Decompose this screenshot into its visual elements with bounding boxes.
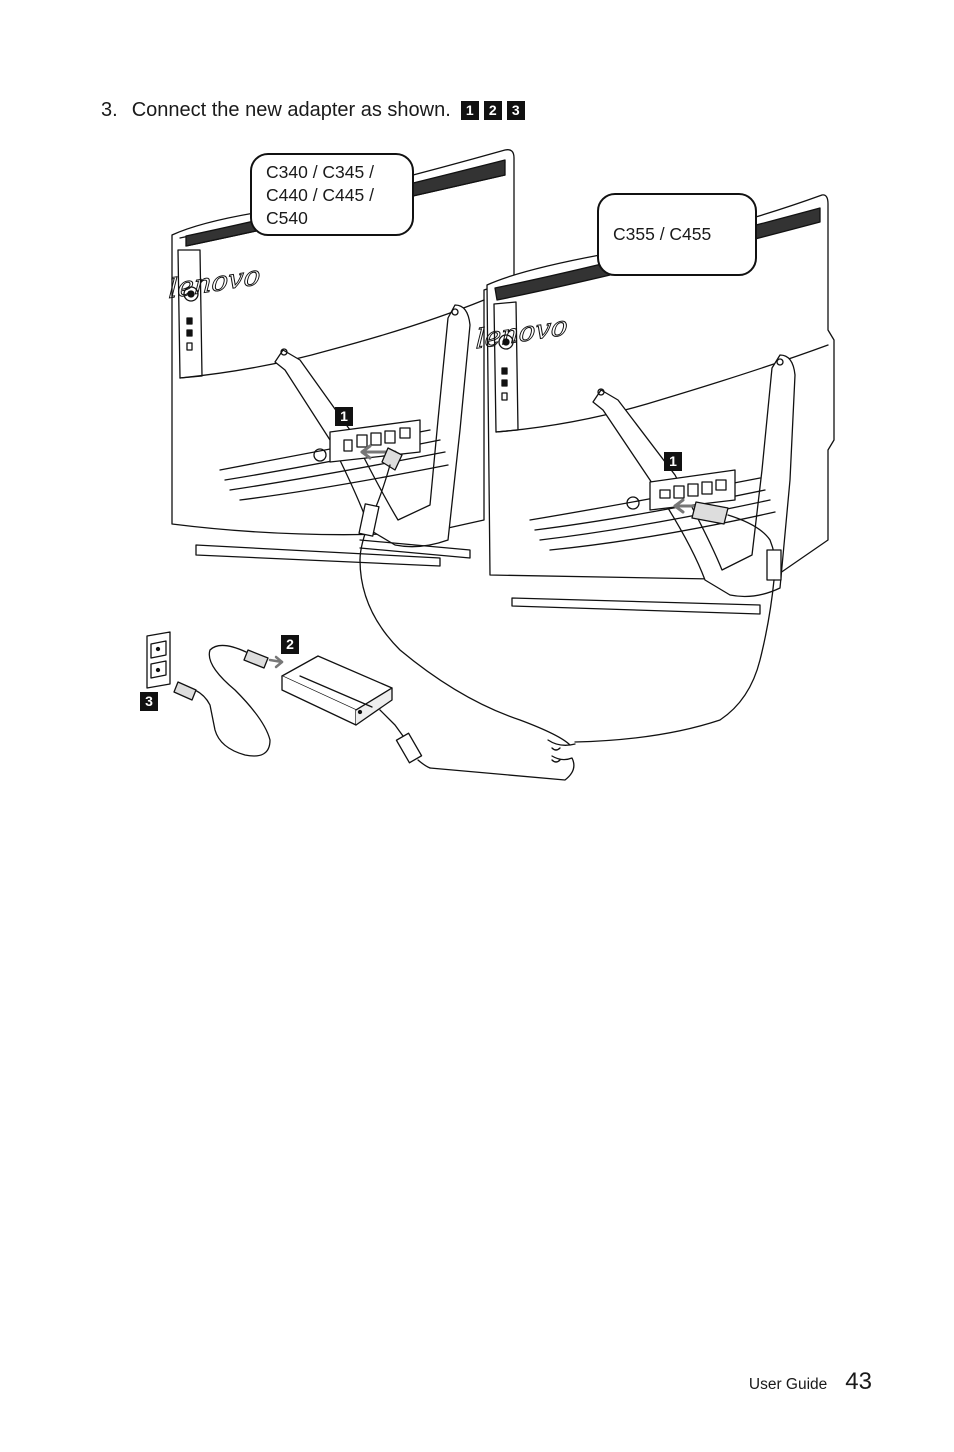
callout-right-models: C355 / C455 <box>597 193 757 276</box>
step-badge-1: 1 <box>460 101 479 120</box>
marker-right-port: 1 <box>664 452 682 471</box>
wall-outlet-illustration <box>146 631 171 689</box>
page-footer: User Guide 43 <box>749 1368 872 1396</box>
page-number: 43 <box>845 1368 872 1395</box>
step-instruction: 3. Connect the new adapter as shown. 1 2… <box>101 99 525 122</box>
step-badge-3: 3 <box>506 101 525 120</box>
step-number: 3. <box>101 99 118 121</box>
marker-outlet: 3 <box>140 692 158 711</box>
marker-left-port: 1 <box>335 407 353 426</box>
step-badge-2: 2 <box>483 101 502 120</box>
callout-left-models: C340 / C345 / C440 / C445 / C540 <box>250 153 414 236</box>
power-adapter-illustration <box>173 644 431 769</box>
callout-right-models-text: C355 / C455 <box>613 224 712 244</box>
step-text: Connect the new adapter as shown. <box>131 99 451 121</box>
marker-adapter: 2 <box>281 635 299 654</box>
right-computer-illustration <box>486 194 835 743</box>
footer-label: User Guide <box>748 1376 828 1393</box>
step-badges: 1 2 3 <box>456 101 525 120</box>
